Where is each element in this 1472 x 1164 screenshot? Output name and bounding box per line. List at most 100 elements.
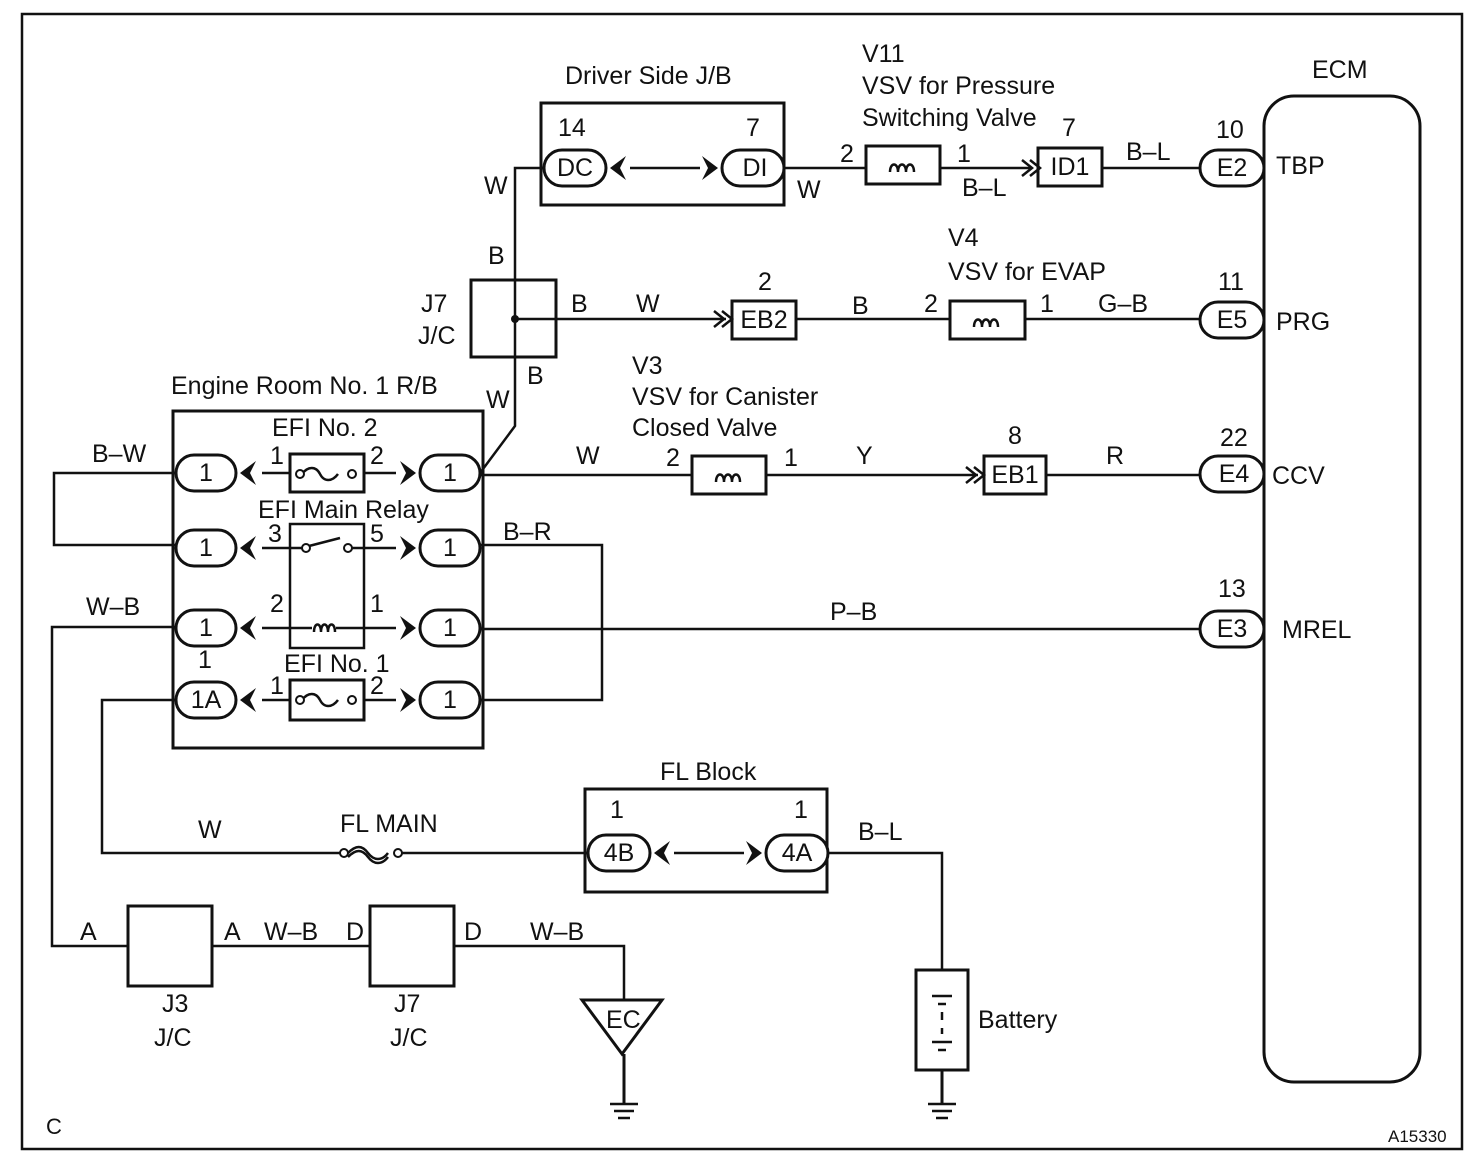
- rb-cell: 1: [199, 459, 213, 487]
- v11-pin-right: 1: [957, 140, 971, 168]
- wire-label: P–B: [830, 598, 877, 626]
- junction-j7-top: J7 J/C B B B: [418, 242, 588, 390]
- rb-cell: 1: [443, 534, 457, 562]
- j3-line1: J3: [162, 990, 188, 1018]
- ecm-pin-number: 22: [1220, 424, 1248, 452]
- wire-label: W–B: [86, 593, 140, 621]
- rb-cell: 1: [199, 534, 213, 562]
- fl-block-title: FL Block: [660, 758, 757, 786]
- rb-pin-1: 1: [270, 442, 284, 470]
- ecm-pin-name: MREL: [1282, 616, 1352, 644]
- engine-room-relay-block: Engine Room No. 1 R/B 1 1 1 1 1 1 1A 1 1…: [171, 372, 485, 750]
- j7-bottom-line1: J7: [394, 990, 420, 1018]
- ecm-pin-code: E3: [1217, 615, 1248, 643]
- ground-icon: [928, 1102, 956, 1120]
- ecm-pin-number: 13: [1218, 575, 1246, 603]
- ecm-title: ECM: [1312, 56, 1368, 84]
- fuse-icon: [301, 466, 339, 482]
- rb-title: Engine Room No. 1 R/B: [171, 372, 438, 400]
- ecm-pin-name: PRG: [1276, 308, 1330, 336]
- junction-j3: J3 J/C A A: [80, 904, 241, 1052]
- wire-label: W–B: [264, 918, 318, 946]
- wires: [50, 159, 1200, 1000]
- junction-j7-bottom: J7 J/C D D: [346, 904, 482, 1052]
- vsv-pressure-switching-valve: V11 VSV for Pressure Switching Valve 2 1: [840, 40, 1055, 186]
- rb-cell: 1: [199, 614, 213, 642]
- ecm-pin-number: 11: [1218, 268, 1244, 296]
- rb-cell: 1: [443, 686, 457, 714]
- ecm-pin-e5: E5 11 PRG: [1198, 268, 1330, 340]
- driver-jb-right-code: DI: [743, 154, 768, 182]
- wire-label: B–L: [1126, 138, 1171, 166]
- rb-cell: 1: [443, 614, 457, 642]
- wire-labels: W W B–L B–L W B G–B W W Y R P–B B–W B–R …: [86, 138, 1171, 946]
- v3-line2: Closed Valve: [632, 414, 777, 442]
- j3-right-label: A: [224, 918, 241, 946]
- connector-id1: ID1 7: [1036, 114, 1104, 188]
- driver-jb-right-num: 7: [746, 114, 760, 142]
- wire-label: W: [486, 386, 510, 414]
- v4-line1: VSV for EVAP: [948, 258, 1106, 286]
- wire-label: B–L: [962, 174, 1007, 202]
- j3-line2: J/C: [154, 1024, 192, 1052]
- coil-icon: [888, 163, 916, 173]
- ec-label: EC: [606, 1006, 641, 1034]
- battery: Battery: [914, 968, 1058, 1120]
- diagram-id: A15330: [1388, 1127, 1447, 1146]
- ground-ec: EC: [579, 998, 665, 1120]
- id1-code: ID1: [1051, 153, 1090, 181]
- ecm-pin-code: E4: [1219, 460, 1250, 488]
- rb-pin-1a-above: 1: [198, 646, 212, 674]
- v3-id: V3: [632, 352, 663, 380]
- j7-top-label-top: B: [488, 242, 505, 270]
- driver-jb-left-num: 14: [558, 114, 586, 142]
- j7-bottom-right-label: D: [464, 918, 482, 946]
- j7-top-label-bottom: B: [527, 362, 544, 390]
- rb-pin-2: 2: [370, 442, 384, 470]
- fuse-icon: [301, 692, 339, 708]
- v11-line1: VSV for Pressure: [862, 72, 1055, 100]
- fl-main-label: FL MAIN: [340, 810, 438, 838]
- coil-icon: [714, 473, 742, 483]
- diagram-frame: [20, 12, 1464, 1151]
- wire-label: R: [1106, 442, 1124, 470]
- rb-pin-2: 2: [370, 672, 384, 700]
- fl-block: FL Block 4B 1 4A 1: [583, 758, 830, 894]
- vsv-evap: V4 VSV for EVAP 2 1: [924, 224, 1106, 341]
- wire-label: B–L: [858, 818, 903, 846]
- v3-line1: VSV for Canister: [632, 383, 818, 411]
- wire-label: Y: [856, 442, 873, 470]
- v11-pin-left: 2: [840, 140, 854, 168]
- relay-coil-icon: [312, 623, 337, 633]
- rb-pin-5: 5: [370, 520, 384, 548]
- v4-pin-right: 1: [1040, 290, 1054, 318]
- v11-line2: Switching Valve: [862, 104, 1037, 132]
- wire-label: W: [797, 176, 821, 204]
- eb1-code: EB1: [991, 461, 1038, 489]
- corner-label: C: [46, 1114, 62, 1139]
- rb-pin-1: 1: [370, 590, 384, 618]
- ground-icon: [610, 1102, 638, 1120]
- efi-no1-label: EFI No. 1: [284, 650, 390, 678]
- j7-bottom-left-label: D: [346, 918, 364, 946]
- wire-label: W: [198, 816, 222, 844]
- wire-label: W: [484, 172, 508, 200]
- ecm-pin-number: 10: [1216, 116, 1244, 144]
- connector-eb2: EB2 2: [730, 268, 798, 341]
- efi-main-relay-label: EFI Main Relay: [258, 496, 429, 524]
- wire-label: W: [636, 290, 660, 318]
- wire-label: W: [576, 442, 600, 470]
- ecm-block: ECM: [1262, 56, 1422, 1084]
- fl-main-fusible-link: FL MAIN: [339, 810, 438, 865]
- wire-label: B: [852, 292, 869, 320]
- fl-block-left-code: 4B: [604, 839, 635, 867]
- vsv-canister-closed-valve: V3 VSV for Canister Closed Valve 2 1: [632, 352, 818, 496]
- efi-no2-label: EFI No. 2: [272, 414, 378, 442]
- eb1-num: 8: [1008, 422, 1022, 450]
- connector-eb1: EB1 8: [982, 422, 1048, 496]
- wire-label: G–B: [1098, 290, 1148, 318]
- fl-block-right-code: 4A: [782, 839, 813, 867]
- battery-label: Battery: [978, 1006, 1058, 1034]
- rb-cell: 1: [443, 459, 457, 487]
- ecm-pin-name: CCV: [1272, 462, 1325, 490]
